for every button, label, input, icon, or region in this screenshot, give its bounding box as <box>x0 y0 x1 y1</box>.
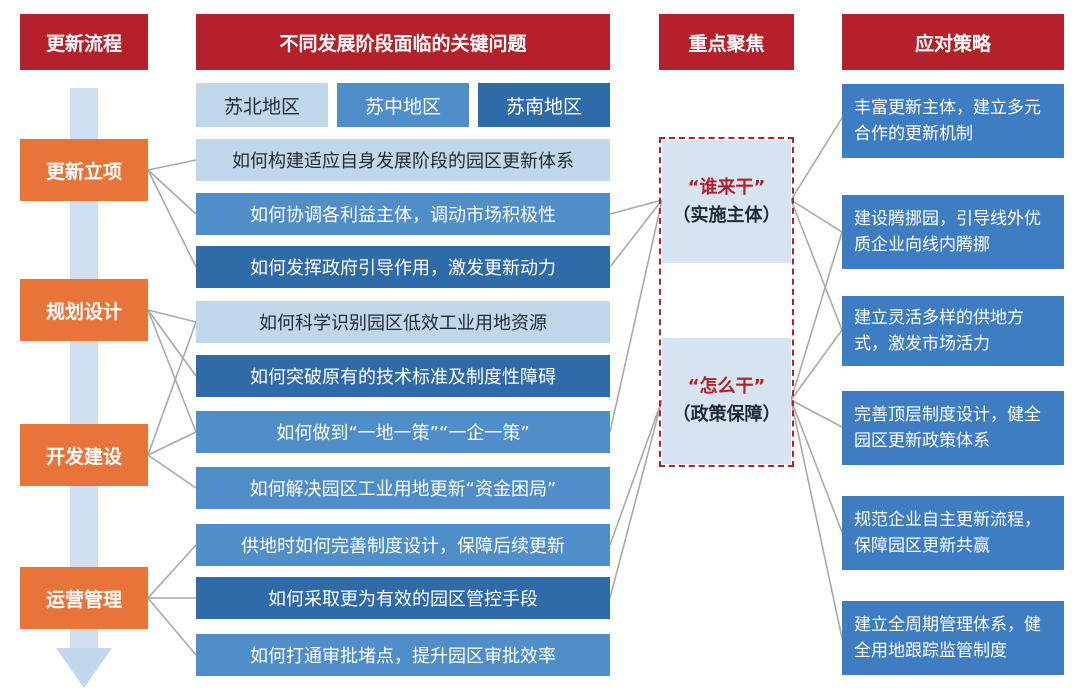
strategy-box: 完善顶层制度设计，健全园区更新政策体系 <box>842 391 1064 465</box>
link-focus1-s2 <box>790 199 843 233</box>
region-legend-south: 苏南地区 <box>478 83 610 127</box>
strategy-box: 规范企业自主更新流程，保障园区更新共赢 <box>842 496 1064 570</box>
focus-title: “谁来干” <box>687 176 766 198</box>
question-box: 如何协调各利益主体，调动市场积极性 <box>196 193 610 235</box>
stage-box: 更新立项 <box>20 139 148 201</box>
link-stage1-q2 <box>147 169 197 215</box>
header-problems: 不同发展阶段面临的关键问题 <box>196 14 610 70</box>
stage-box: 运营管理 <box>20 567 148 629</box>
focus-subtitle: （政策保障） <box>672 404 781 425</box>
focus-title: “怎么干” <box>687 376 766 397</box>
question-box: 如何突破原有的技术标准及制度性障碍 <box>196 355 610 397</box>
link-focus1-s1 <box>790 117 843 201</box>
region-legend-central: 苏中地区 <box>337 83 469 127</box>
strategy-box: 建设腾挪园，引导线外优质企业向线内腾挪 <box>842 195 1064 269</box>
question-box: 如何科学识别园区低效工业用地资源 <box>196 301 610 343</box>
header-focus: 重点聚焦 <box>659 14 794 70</box>
focus-subtitle: （实施主体） <box>672 204 781 226</box>
link-stage1-q1 <box>147 159 197 171</box>
link-focus2-s6 <box>790 399 843 639</box>
link-stage1-q3 <box>147 169 197 268</box>
link-stage2-q4 <box>147 309 197 323</box>
header-process: 更新流程 <box>20 14 148 70</box>
focus-frame <box>659 137 794 467</box>
link-stage4-q10 <box>147 597 197 656</box>
region-legend-north: 苏北地区 <box>196 83 328 127</box>
question-box: 如何解决园区工业用地更新“资金困局” <box>196 467 610 509</box>
link-q2-focus1 <box>609 199 663 215</box>
link-focus2-s5 <box>790 399 843 533</box>
focus-box-who: “谁来干” （实施主体） <box>662 140 791 263</box>
link-stage4-q8 <box>147 544 197 599</box>
question-box: 如何构建适应自身发展阶段的园区更新体系 <box>196 139 610 181</box>
link-q8-focus2 <box>609 399 663 546</box>
link-focus2-s4 <box>790 399 843 428</box>
link-q9-focus2 <box>609 399 663 599</box>
stage-box: 规划设计 <box>20 279 148 341</box>
link-focus1-s3 <box>790 199 843 331</box>
question-box: 如何发挥政府引导作用，激发更新动力 <box>196 246 610 288</box>
link-stage2-q6 <box>147 309 197 433</box>
question-box: 如何做到“一地一策”“一企一策” <box>196 411 610 453</box>
link-stage3-q4 <box>147 321 197 456</box>
link-stage2-q5 <box>147 309 197 377</box>
link-q3-focus1 <box>609 199 663 268</box>
focus-box-how: “怎么干” （政策保障） <box>662 338 791 464</box>
header-strategy: 应对策略 <box>842 14 1064 70</box>
question-box: 如何采取更为有效的园区管控手段 <box>196 577 610 619</box>
strategy-box: 丰富更新主体，建立多元合作的更新机制 <box>842 84 1064 158</box>
strategy-box: 建立全周期管理体系，健全用地跟踪监管制度 <box>842 601 1064 675</box>
link-stage3-q7 <box>147 454 197 489</box>
link-focus2-s3 <box>790 329 843 401</box>
link-q6-focus1 <box>609 199 663 433</box>
question-box: 如何打通审批堵点，提升园区审批效率 <box>196 634 610 676</box>
link-focus2-s2 <box>790 231 843 401</box>
strategy-box: 建立灵活多样的供地方式，激发市场活力 <box>842 296 1064 366</box>
link-stage3-q6 <box>147 431 197 456</box>
question-box: 供地时如何完善制度设计，保障后续更新 <box>196 524 610 566</box>
stage-box: 开发建设 <box>20 424 148 486</box>
process-arrow-head <box>56 648 112 688</box>
